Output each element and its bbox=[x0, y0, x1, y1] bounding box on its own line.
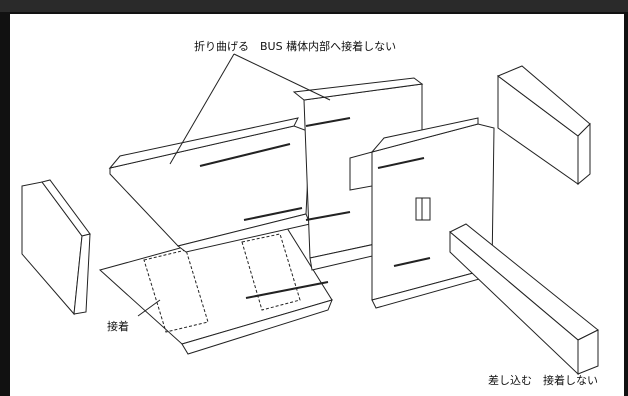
fold-note-label: 折り曲げる BUS 構体内部へ接着しない bbox=[194, 40, 397, 53]
glue-area-left bbox=[143, 249, 209, 333]
top-folded-panel bbox=[108, 117, 311, 253]
exploded-box-diagram bbox=[21, 53, 599, 376]
glue-note-label: 接着 bbox=[107, 320, 129, 333]
right-end-panel bbox=[497, 65, 591, 186]
top-bar bbox=[0, 0, 628, 12]
left-end-panel bbox=[21, 179, 91, 316]
diagram-canvas: 折り曲げる BUS 構体内部へ接着しない 接着 差し込む 接着しない bbox=[10, 14, 624, 396]
leader-lines bbox=[137, 53, 331, 317]
inserted-tube bbox=[449, 223, 599, 376]
bottom-glued-panel bbox=[98, 219, 333, 355]
glue-area-right bbox=[241, 233, 301, 311]
insert-note-label: 差し込む 接着しない bbox=[488, 374, 598, 387]
